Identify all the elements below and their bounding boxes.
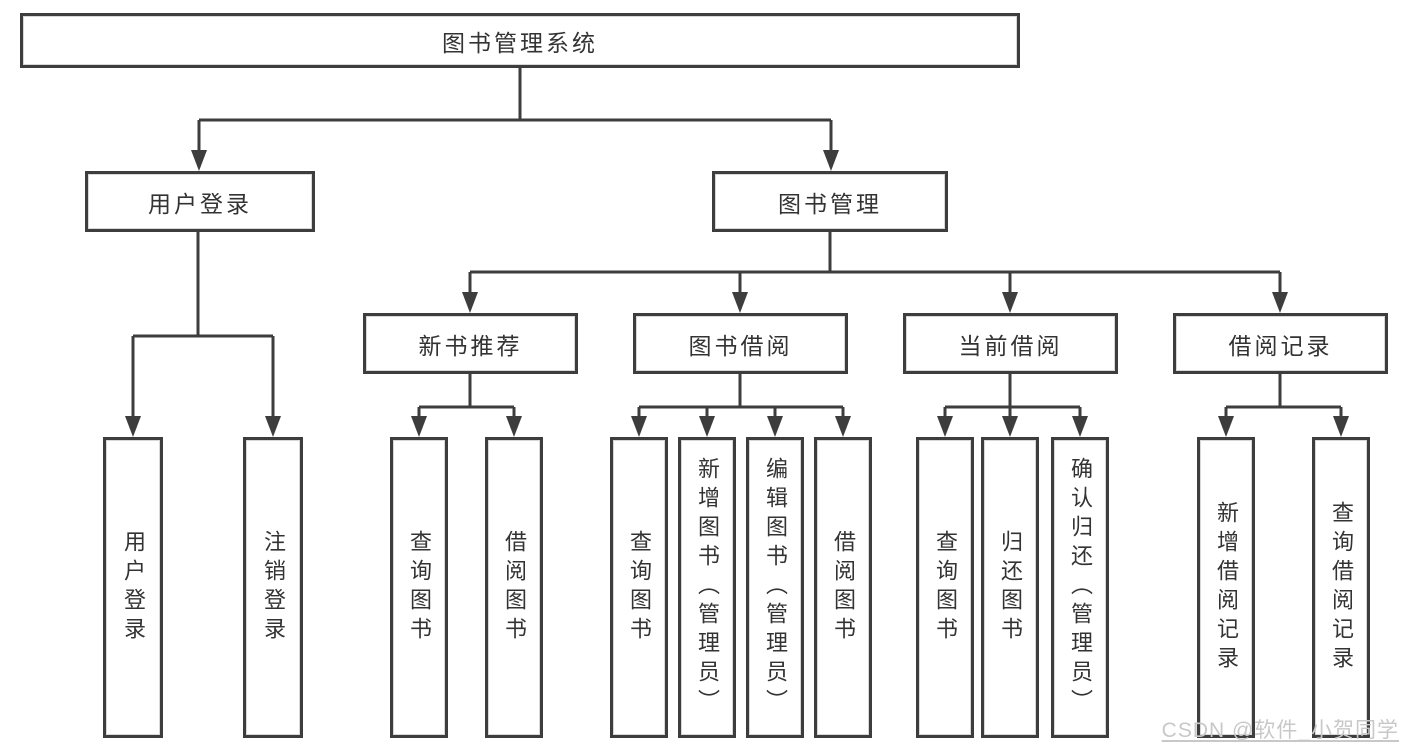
leaf-add-books-admin: 新增图书（管理员） bbox=[678, 437, 736, 738]
node-book-management: 图书管理 bbox=[712, 171, 948, 232]
leaf-add-borrow-record: 新增借阅记录 bbox=[1197, 437, 1255, 738]
leaf-query-borrow-record: 查询借阅记录 bbox=[1312, 437, 1370, 738]
leaf-recommend-query-books: 查询图书 bbox=[390, 437, 448, 738]
leaf-borrow-books: 借阅图书 bbox=[814, 437, 872, 738]
node-user-login: 用户登录 bbox=[85, 171, 315, 232]
node-book-borrow: 图书借阅 bbox=[633, 313, 848, 374]
node-borrow-records: 借阅记录 bbox=[1173, 313, 1388, 374]
leaf-user-login: 用户登录 bbox=[103, 437, 163, 738]
csdn-watermark: CSDN @软件_小贺同学 bbox=[1161, 719, 1399, 742]
node-current-borrow: 当前借阅 bbox=[903, 313, 1118, 374]
leaf-edit-books-admin: 编辑图书（管理员） bbox=[746, 437, 804, 738]
node-system-root: 图书管理系统 bbox=[20, 13, 1020, 68]
leaf-recommend-borrow-books: 借阅图书 bbox=[485, 437, 543, 738]
leaf-borrow-query-books: 查询图书 bbox=[610, 437, 668, 738]
leaf-confirm-return-admin: 确认归还（管理员） bbox=[1051, 437, 1109, 738]
leaf-current-query-books: 查询图书 bbox=[916, 437, 974, 738]
node-new-book-recommend: 新书推荐 bbox=[363, 313, 578, 374]
leaf-logout: 注销登录 bbox=[243, 437, 303, 738]
leaf-return-books: 归还图书 bbox=[981, 437, 1039, 738]
